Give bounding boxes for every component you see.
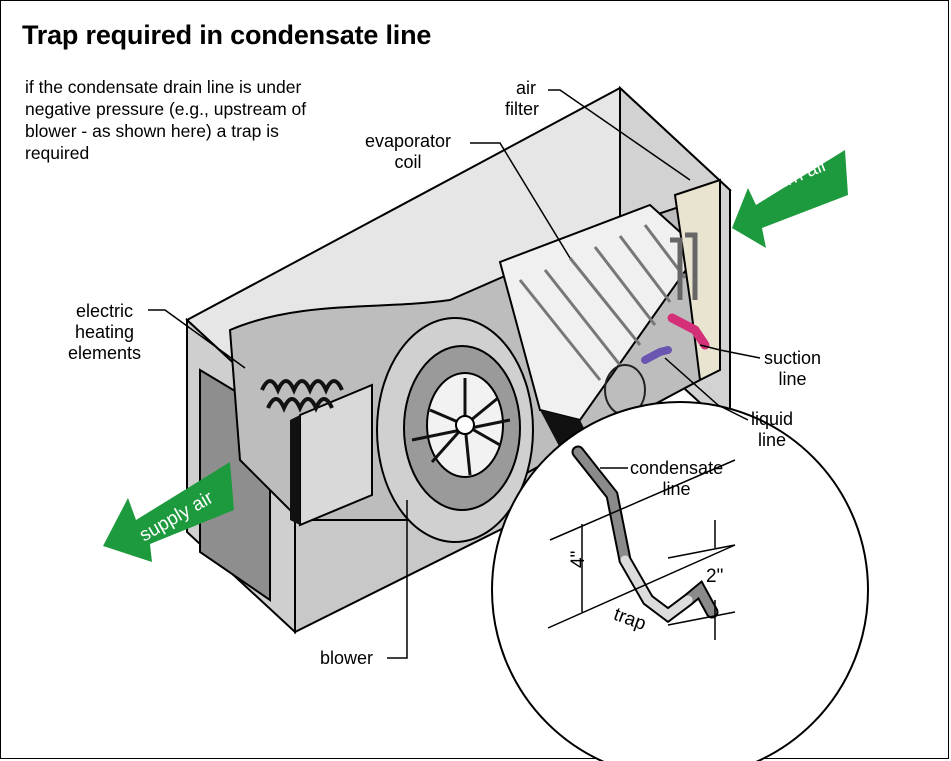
heater-side bbox=[290, 415, 300, 525]
leader-lines bbox=[148, 89, 761, 659]
label-electric-line3: elements bbox=[68, 343, 142, 363]
label-dim-4in: 4" bbox=[568, 550, 589, 568]
label-evaporator-coil: evaporator coil bbox=[365, 131, 451, 173]
label-condensate-line: condensate line bbox=[630, 458, 723, 500]
label-condensate-line2: line bbox=[662, 479, 691, 499]
label-evaporator-coil-line1: evaporator bbox=[365, 131, 452, 151]
label-condensate-line1: condensate bbox=[630, 458, 724, 478]
suction-line-pipe bbox=[667, 313, 710, 350]
trap-detail-circle bbox=[491, 401, 869, 761]
return-air-arrow bbox=[732, 150, 848, 248]
label-suction-line1: suction bbox=[764, 348, 822, 368]
label-suction-line: suction line bbox=[764, 348, 821, 390]
page-title: Trap required in condensate line bbox=[22, 20, 432, 50]
label-liquid-line1: liquid bbox=[751, 409, 794, 429]
coil-pipes bbox=[670, 232, 698, 300]
coil-fins bbox=[518, 224, 687, 381]
label-electric-line2: heating bbox=[74, 322, 135, 342]
label-suction-line2: line bbox=[778, 369, 807, 389]
label-electric-heating-elements: electric heating elements bbox=[68, 301, 141, 364]
label-air-filter-line1: air bbox=[516, 78, 537, 98]
condensate-line-pipe bbox=[571, 445, 719, 624]
label-evaporator-coil-line2: coil bbox=[394, 152, 422, 172]
dimension-lines bbox=[547, 459, 736, 640]
label-liquid-line2: line bbox=[758, 430, 787, 450]
blower-hub bbox=[455, 415, 475, 435]
label-air-filter: air filter bbox=[505, 78, 539, 120]
label-air-filter-line2: filter bbox=[505, 99, 540, 119]
explanation-note: if the condensate drain line is under ne… bbox=[25, 77, 307, 163]
label-dim-2in: 2" bbox=[706, 566, 724, 587]
label-blower: blower bbox=[320, 648, 374, 668]
supply-air-arrow bbox=[103, 462, 234, 562]
label-liquid-line: liquid line bbox=[751, 409, 793, 451]
evaporator-coil bbox=[498, 203, 702, 422]
liquid-line-pipe bbox=[641, 346, 672, 364]
label-electric-line1: electric bbox=[76, 301, 134, 321]
heating-coils bbox=[260, 379, 344, 413]
